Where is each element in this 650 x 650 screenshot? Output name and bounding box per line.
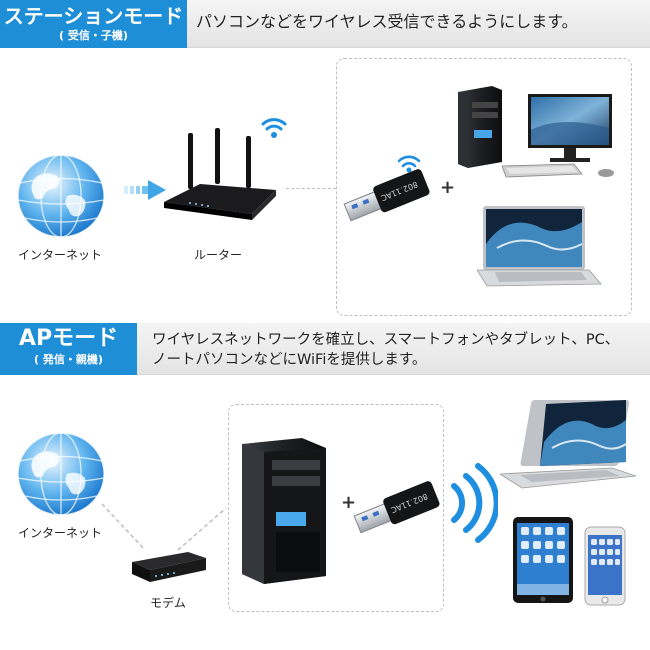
laptop-icon — [500, 400, 636, 489]
usb-adapter-icon: 802.11AC — [353, 481, 440, 534]
globe-icon — [17, 154, 105, 238]
arrow-icon — [124, 180, 166, 200]
ap-mode-title: APモード — [18, 326, 119, 351]
station-internet-label: インターネット — [17, 248, 102, 262]
desktop-pc-icon — [458, 86, 614, 178]
plus-sign: + — [440, 177, 456, 198]
usb-adapter-icon: 802.11AC — [343, 169, 430, 222]
modem-label: モデム — [150, 596, 186, 610]
station-mode-title: ステーションモード — [3, 4, 184, 28]
ap-mode-badge: APモード ( 発信・親機) — [0, 323, 137, 375]
station-mode-badge: ステーションモード ( 受信・子機) — [0, 0, 187, 48]
station-router-label: ルーター — [193, 248, 242, 262]
globe-icon — [17, 432, 105, 516]
tablet-icon — [513, 517, 573, 603]
station-devices-box — [336, 58, 632, 316]
connection-line — [286, 188, 336, 189]
connection-line — [101, 503, 227, 551]
ap-devices-box — [228, 404, 444, 612]
ap-mode-description-line2: ノートパソコンなどにWiFiを提供します。 — [152, 352, 427, 368]
station-mode-description: パソコンなどをワイヤレス受信できるようにします。 — [196, 12, 578, 31]
smartphone-icon — [584, 526, 626, 606]
wifi-icon — [397, 155, 421, 173]
ap-internet-label: インターネット — [17, 526, 102, 540]
desktop-pc-icon — [242, 438, 326, 584]
modem-icon — [132, 552, 206, 582]
router-icon — [164, 128, 276, 220]
plus-sign: + — [341, 492, 357, 513]
station-mode-subtitle: ( 受信・子機) — [59, 29, 128, 42]
ap-mode-description-line1: ワイヤレスネットワークを確立し、スマートフォンやタブレット、PC、 — [152, 332, 620, 348]
wifi-icon — [261, 118, 287, 138]
ap-mode-subtitle: ( 発信・親機) — [34, 353, 103, 367]
laptop-icon — [477, 206, 602, 287]
wifi-icon — [451, 463, 498, 543]
